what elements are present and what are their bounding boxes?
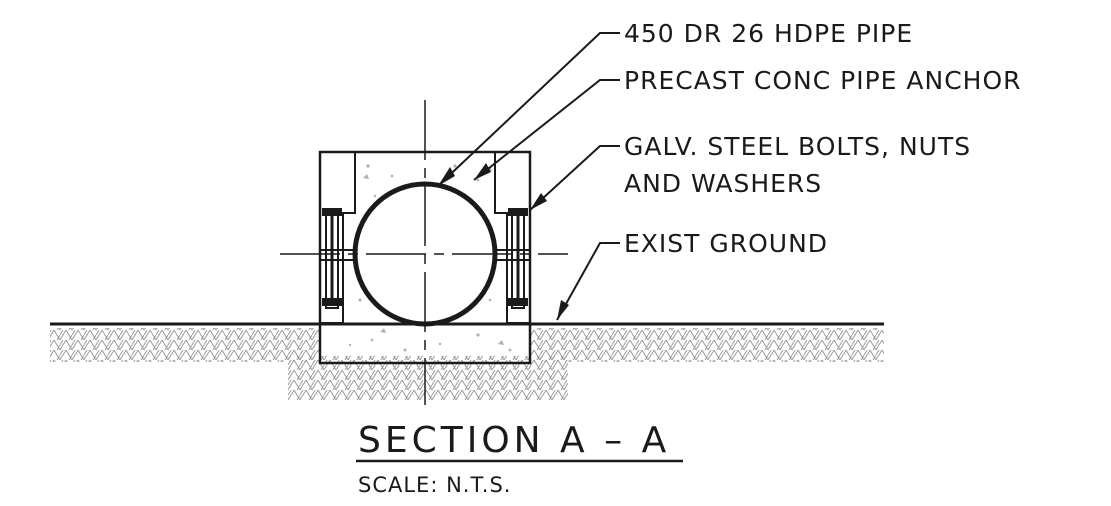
pipe-label: 450 DR 26 HDPE PIPE — [624, 19, 913, 48]
centerlines — [280, 100, 568, 405]
right-bolt — [508, 208, 528, 309]
leader-lines — [437, 32, 620, 321]
bolts-label-line1: GALV. STEEL BOLTS, NUTS — [624, 132, 971, 161]
bolts-label-line2: AND WASHERS — [624, 169, 822, 198]
scale-note: SCALE: N.T.S. — [358, 473, 511, 497]
left-bolt — [322, 208, 342, 309]
anchor-label: PRECAST CONC PIPE ANCHOR — [624, 66, 1022, 95]
section-title: SECTION A – A — [358, 420, 670, 461]
ground-label: EXIST GROUND — [624, 229, 828, 258]
